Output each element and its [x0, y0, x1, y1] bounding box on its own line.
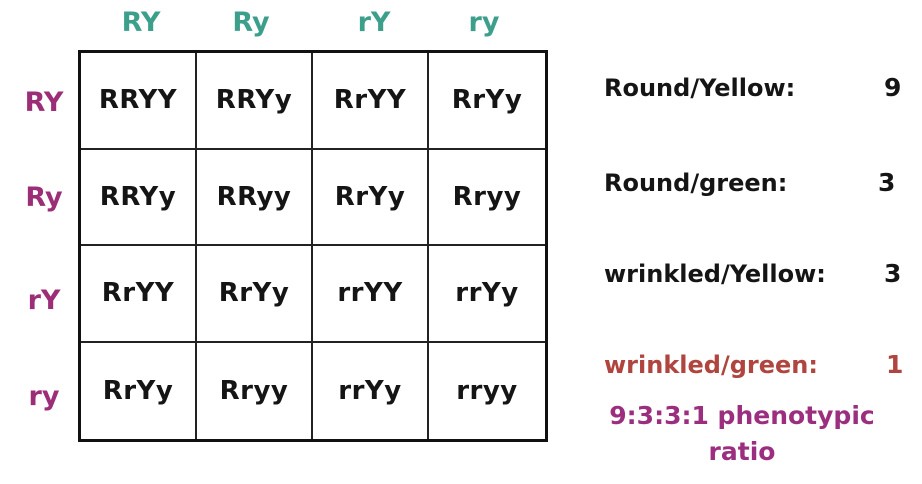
genotype-cell: RrYy	[81, 342, 197, 439]
phenotype-count-wrinkled-green: 1	[886, 350, 904, 379]
phenotype-count-round-green: 3	[878, 168, 896, 197]
phenotype-label-round-green: Round/green:	[604, 169, 788, 197]
phenotypic-ratio: 9:3:3:1 phenotypic ratio	[592, 398, 892, 470]
phenotype-count-wrinkled-yellow: 3	[884, 259, 902, 288]
row-gamete-rY: rY	[27, 285, 61, 316]
genotype-cell: rrYy	[313, 342, 429, 439]
genotype-cell: RRyy	[197, 149, 313, 246]
row-gamete-RY: RY	[24, 87, 64, 118]
genotype-cell: RrYy	[197, 246, 313, 343]
column-gamete-Ry: Ry	[232, 7, 270, 38]
column-gamete-ry: ry	[468, 7, 500, 38]
phenotype-label-round-yellow: Round/Yellow:	[604, 74, 796, 102]
genotype-cell: Rryy	[197, 342, 313, 439]
genotype-cell: RrYy	[313, 149, 429, 246]
row-gamete-Ry: Ry	[25, 182, 63, 213]
genotype-cell: rrYY	[313, 246, 429, 343]
punnett-square: RRYY RRYy RrYY RrYy RRYy RRyy RrYy Rryy …	[78, 50, 548, 442]
column-gamete-rY: rY	[357, 7, 391, 38]
genotype-cell: rryy	[456, 375, 518, 406]
genotype-cell: Rryy	[429, 150, 545, 246]
genotype-cell: RrYY	[313, 53, 429, 150]
row-gamete-ry: ry	[28, 381, 60, 412]
genotype-cell: rrYy	[429, 246, 545, 343]
genotype-cell: RRYy	[197, 53, 313, 150]
phenotype-label-wrinkled-green: wrinkled/green:	[604, 351, 818, 379]
genotype-cell: RRYY	[81, 53, 197, 150]
genotype-cell: RrYY	[81, 246, 197, 343]
column-gamete-RY: RY	[121, 7, 161, 38]
phenotype-count-round-yellow: 9	[884, 73, 902, 102]
genotype-cell: RRYy	[81, 149, 197, 246]
phenotypic-ratio-line-1: 9:3:3:1 phenotypic	[609, 401, 875, 430]
genotype-cell: RrYy	[429, 53, 545, 150]
phenotypic-ratio-line-2: ratio	[708, 437, 776, 466]
phenotype-label-wrinkled-yellow: wrinkled/Yellow:	[604, 260, 826, 288]
